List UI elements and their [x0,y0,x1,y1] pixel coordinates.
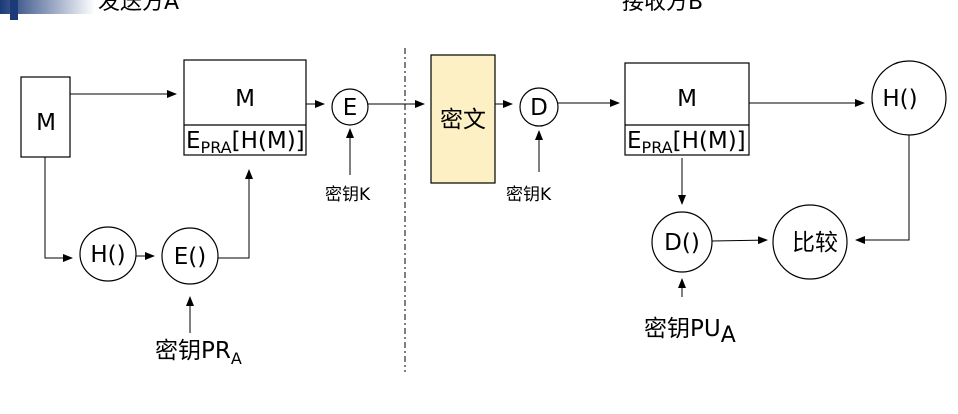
compare-circle-label: 比较 [792,230,838,256]
encrypt-circle [331,88,369,126]
decrypt-circle-label: D [530,95,548,121]
receiver-block-message: M [677,86,697,112]
sender-title: 发送方A [98,0,179,15]
receiver-signature-text: EPRA[H(M)] [627,128,746,157]
private-key-label: 密钥PRA [155,338,242,368]
receiver-key-label: 密钥K [506,185,552,205]
hash-circle [79,226,137,282]
verify-circle [651,211,713,273]
encrypt-circle-label: E [343,95,358,121]
corner-bullet-icon [0,0,95,14]
decrypt-circle [519,87,559,127]
receiver-title: 接收方B [622,0,703,15]
sender-key-label: 密钥K [325,185,371,205]
sign-circle [161,227,219,285]
receiver-message-block [624,62,750,156]
sender-block-message: M [235,86,255,112]
corner-bar-icon [10,0,18,20]
message-box-label: M [36,110,56,136]
verify-circle-label: D() [664,230,700,256]
ciphertext-label: 密文 [440,107,486,133]
hash-circle-label: H() [90,242,125,268]
sender-message-block [183,59,307,156]
sender-signature-text: EPRA[H(M)] [186,128,305,157]
receiver-hash-label: H() [882,86,917,112]
ciphertext-box [430,54,496,184]
compare-circle [772,204,848,280]
public-key-label: 密钥PUA [644,316,736,348]
sign-circle-label: E() [174,244,206,270]
message-box [20,76,71,158]
